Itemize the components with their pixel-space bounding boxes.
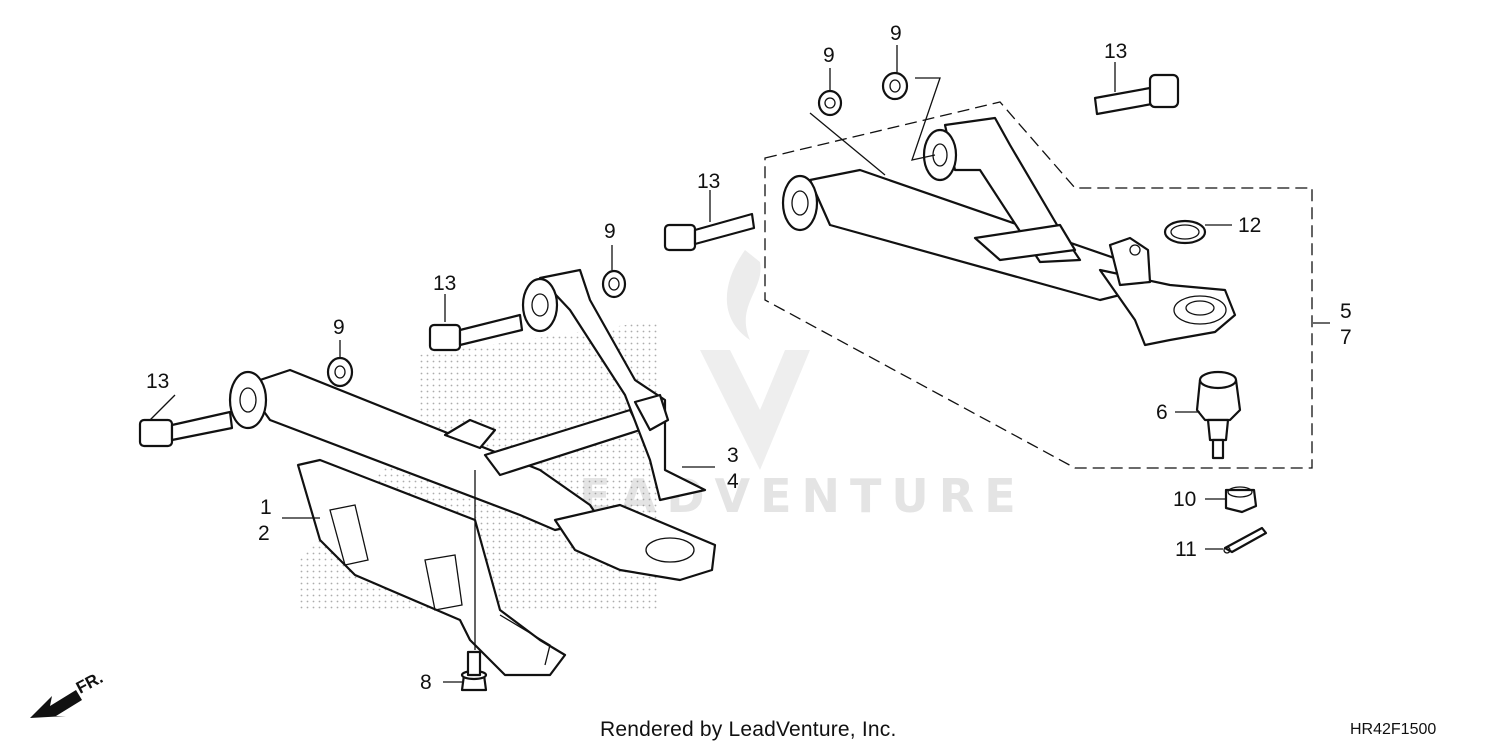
- callout-9-lower-rear: 9: [333, 316, 345, 339]
- bolt-13-lower-rear: [138, 410, 234, 448]
- leader-lines: [149, 45, 1330, 683]
- callout-9-upper-front: 9: [890, 22, 902, 45]
- callout-2: 2: [258, 522, 270, 545]
- callout-9-upper-rear: 9: [823, 44, 835, 67]
- lower-arm: [228, 268, 717, 582]
- upper-arm: [764, 101, 1313, 469]
- callout-3: 3: [727, 444, 739, 467]
- callout-13-lower-rear: 13: [146, 370, 169, 393]
- bolt-13-upper-rear: [663, 212, 756, 252]
- nut-9-upper-rear: [817, 89, 843, 117]
- bolt-13-lower-front: [428, 313, 524, 352]
- ball-joint-6: [1195, 370, 1242, 460]
- front-direction-indicator: FR.: [30, 668, 106, 718]
- callout-8: 8: [420, 671, 432, 694]
- callout-10: 10: [1173, 488, 1196, 511]
- nut-9-lower-front: [601, 269, 627, 299]
- nut-9-upper-front: [881, 71, 909, 101]
- snap-ring-12: [1163, 219, 1207, 245]
- callout-1: 1: [260, 496, 272, 519]
- render-credit: Rendered by LeadVenture, Inc.: [600, 718, 897, 741]
- callout-13-upper-rear: 13: [697, 170, 720, 193]
- callout-12: 12: [1238, 214, 1261, 237]
- diagram-code: HR42F1500: [1350, 721, 1437, 738]
- nut-9-lower-rear: [326, 356, 354, 388]
- callout-4: 4: [727, 470, 739, 493]
- callout-7: 7: [1340, 326, 1352, 349]
- front-label: FR.: [73, 668, 106, 698]
- callout-labels: 1 2 3 4 5 7 6 8 9 9 9 9 10 11 12 13 13 1…: [146, 22, 1352, 694]
- flange-bolt-8: [460, 650, 488, 692]
- callout-11: 11: [1175, 538, 1197, 561]
- front-arrow-icon: [30, 690, 82, 718]
- castle-nut-10: [1224, 486, 1258, 514]
- upper-arm-assembly-outline: [764, 101, 1313, 469]
- callout-13-lower-front: 13: [433, 272, 456, 295]
- callout-5: 5: [1340, 300, 1352, 323]
- callout-9-lower-front: 9: [604, 220, 616, 243]
- cotter-pin-11: [1223, 526, 1268, 554]
- callout-13-upper-front: 13: [1104, 40, 1127, 63]
- bolt-13-upper-front: [1093, 73, 1180, 116]
- callout-6: 6: [1156, 401, 1168, 424]
